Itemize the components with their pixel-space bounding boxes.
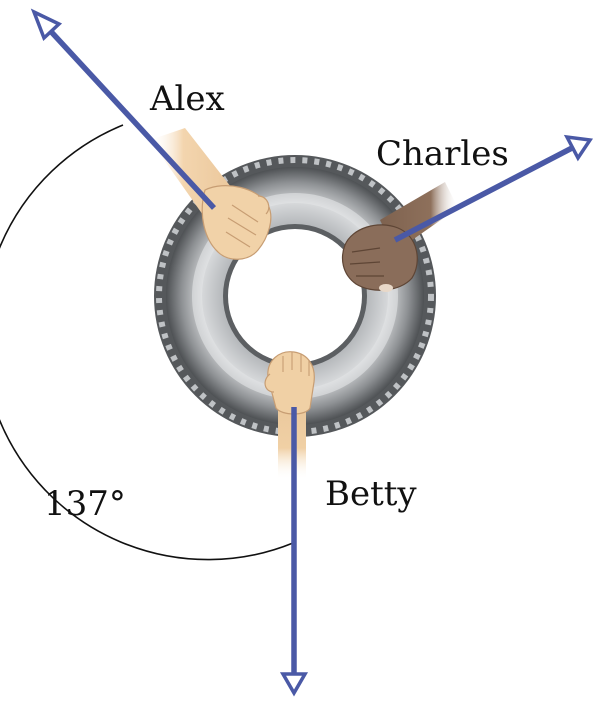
label-alex: Alex (149, 79, 225, 119)
label-charles: Charles (376, 134, 509, 174)
arrow-betty (279, 407, 309, 697)
label-betty: Betty (325, 474, 417, 514)
arrow-charles (393, 134, 594, 243)
arrow-head-icon (563, 134, 594, 162)
angle-arc (0, 124, 294, 561)
hand-charles (341, 182, 458, 292)
arrow-alex (30, 8, 217, 210)
arrow-head-icon (30, 8, 63, 42)
hand-alex (150, 128, 272, 260)
arrow-head-icon (279, 672, 309, 697)
label-angle: 137° (44, 484, 126, 524)
